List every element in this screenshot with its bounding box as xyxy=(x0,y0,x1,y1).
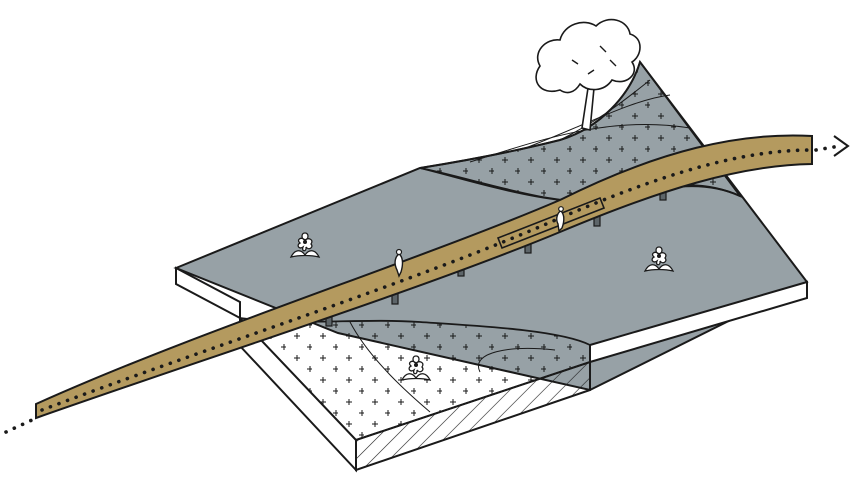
arrow-icon xyxy=(6,420,32,432)
arrow-icon xyxy=(816,146,840,150)
arrow-head-icon xyxy=(834,136,848,156)
flower-center xyxy=(303,240,307,244)
person-head xyxy=(559,207,564,212)
path-direction-arrow-left xyxy=(6,420,32,432)
flower-center xyxy=(657,254,661,258)
tree-icon xyxy=(536,20,640,93)
person-head xyxy=(397,250,402,255)
flower-center xyxy=(414,363,418,367)
path-direction-arrow-right xyxy=(816,136,848,156)
